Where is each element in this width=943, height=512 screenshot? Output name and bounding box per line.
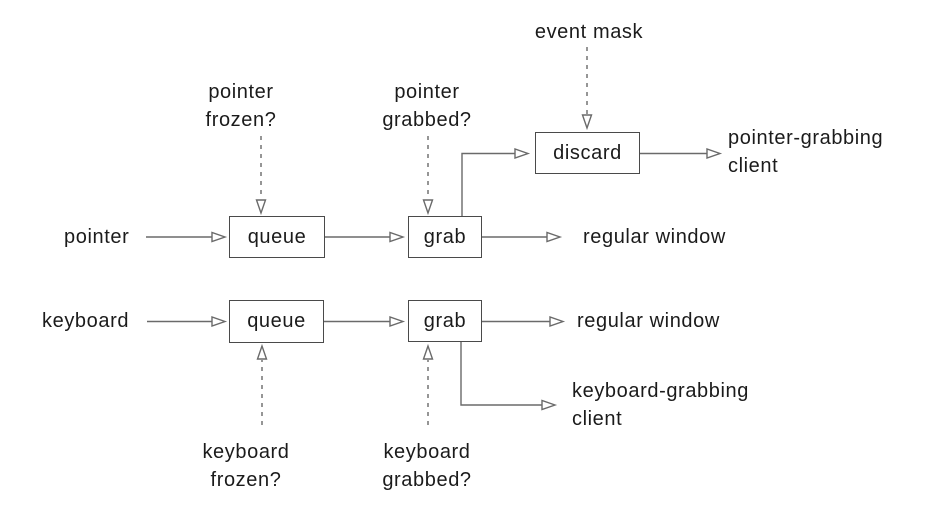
arrow-keyboard-to-queue <box>147 316 228 327</box>
keyboard-frozen-label: keyboard frozen? <box>202 441 290 491</box>
arrow-pointer-frozen-to-queue <box>255 136 267 216</box>
queue-box-keyboard: queue <box>229 300 324 343</box>
event-mask-label: event mask <box>534 21 644 43</box>
arrow-grab-to-regular-window-pointer <box>482 231 563 243</box>
keyboard-grabbed-label: keyboard grabbed? <box>382 441 472 491</box>
regular-window-label-pointer: regular window <box>583 226 726 248</box>
arrow-keyboard-frozen-to-queue <box>256 343 268 425</box>
grab-box-pointer: grab <box>408 216 482 258</box>
pointer-frozen-label: pointer frozen? <box>205 81 277 131</box>
arrow-grab-to-discard <box>461 148 531 216</box>
arrow-pointer-to-queue <box>146 231 228 243</box>
grab-box-keyboard: grab <box>408 300 482 342</box>
arrow-pointer-grabbed-to-grab <box>422 136 434 216</box>
discard-box: discard <box>535 132 640 174</box>
arrow-queue-to-grab-pointer <box>325 231 406 243</box>
arrow-keyboard-grabbed-to-grab <box>422 343 434 425</box>
keyboard-input-label: keyboard <box>42 310 130 332</box>
arrow-queue-to-grab-keyboard <box>324 316 406 327</box>
arrow-discard-to-pointer-grabbing-client <box>640 148 723 159</box>
pointer-grabbing-client-label: pointer-grabbing client <box>728 127 884 177</box>
pointer-grabbed-label: pointer grabbed? <box>382 81 472 131</box>
arrow-grab-to-keyboard-grabbing-client <box>460 342 558 411</box>
queue-box-pointer: queue <box>229 216 325 258</box>
regular-window-label-keyboard: regular window <box>577 310 720 332</box>
pointer-input-label: pointer <box>64 226 130 248</box>
arrow-event-mask-to-discard <box>581 47 593 131</box>
arrow-grab-to-regular-window-keyboard <box>482 316 566 327</box>
keyboard-grabbing-client-label: keyboard-grabbing client <box>572 380 749 430</box>
